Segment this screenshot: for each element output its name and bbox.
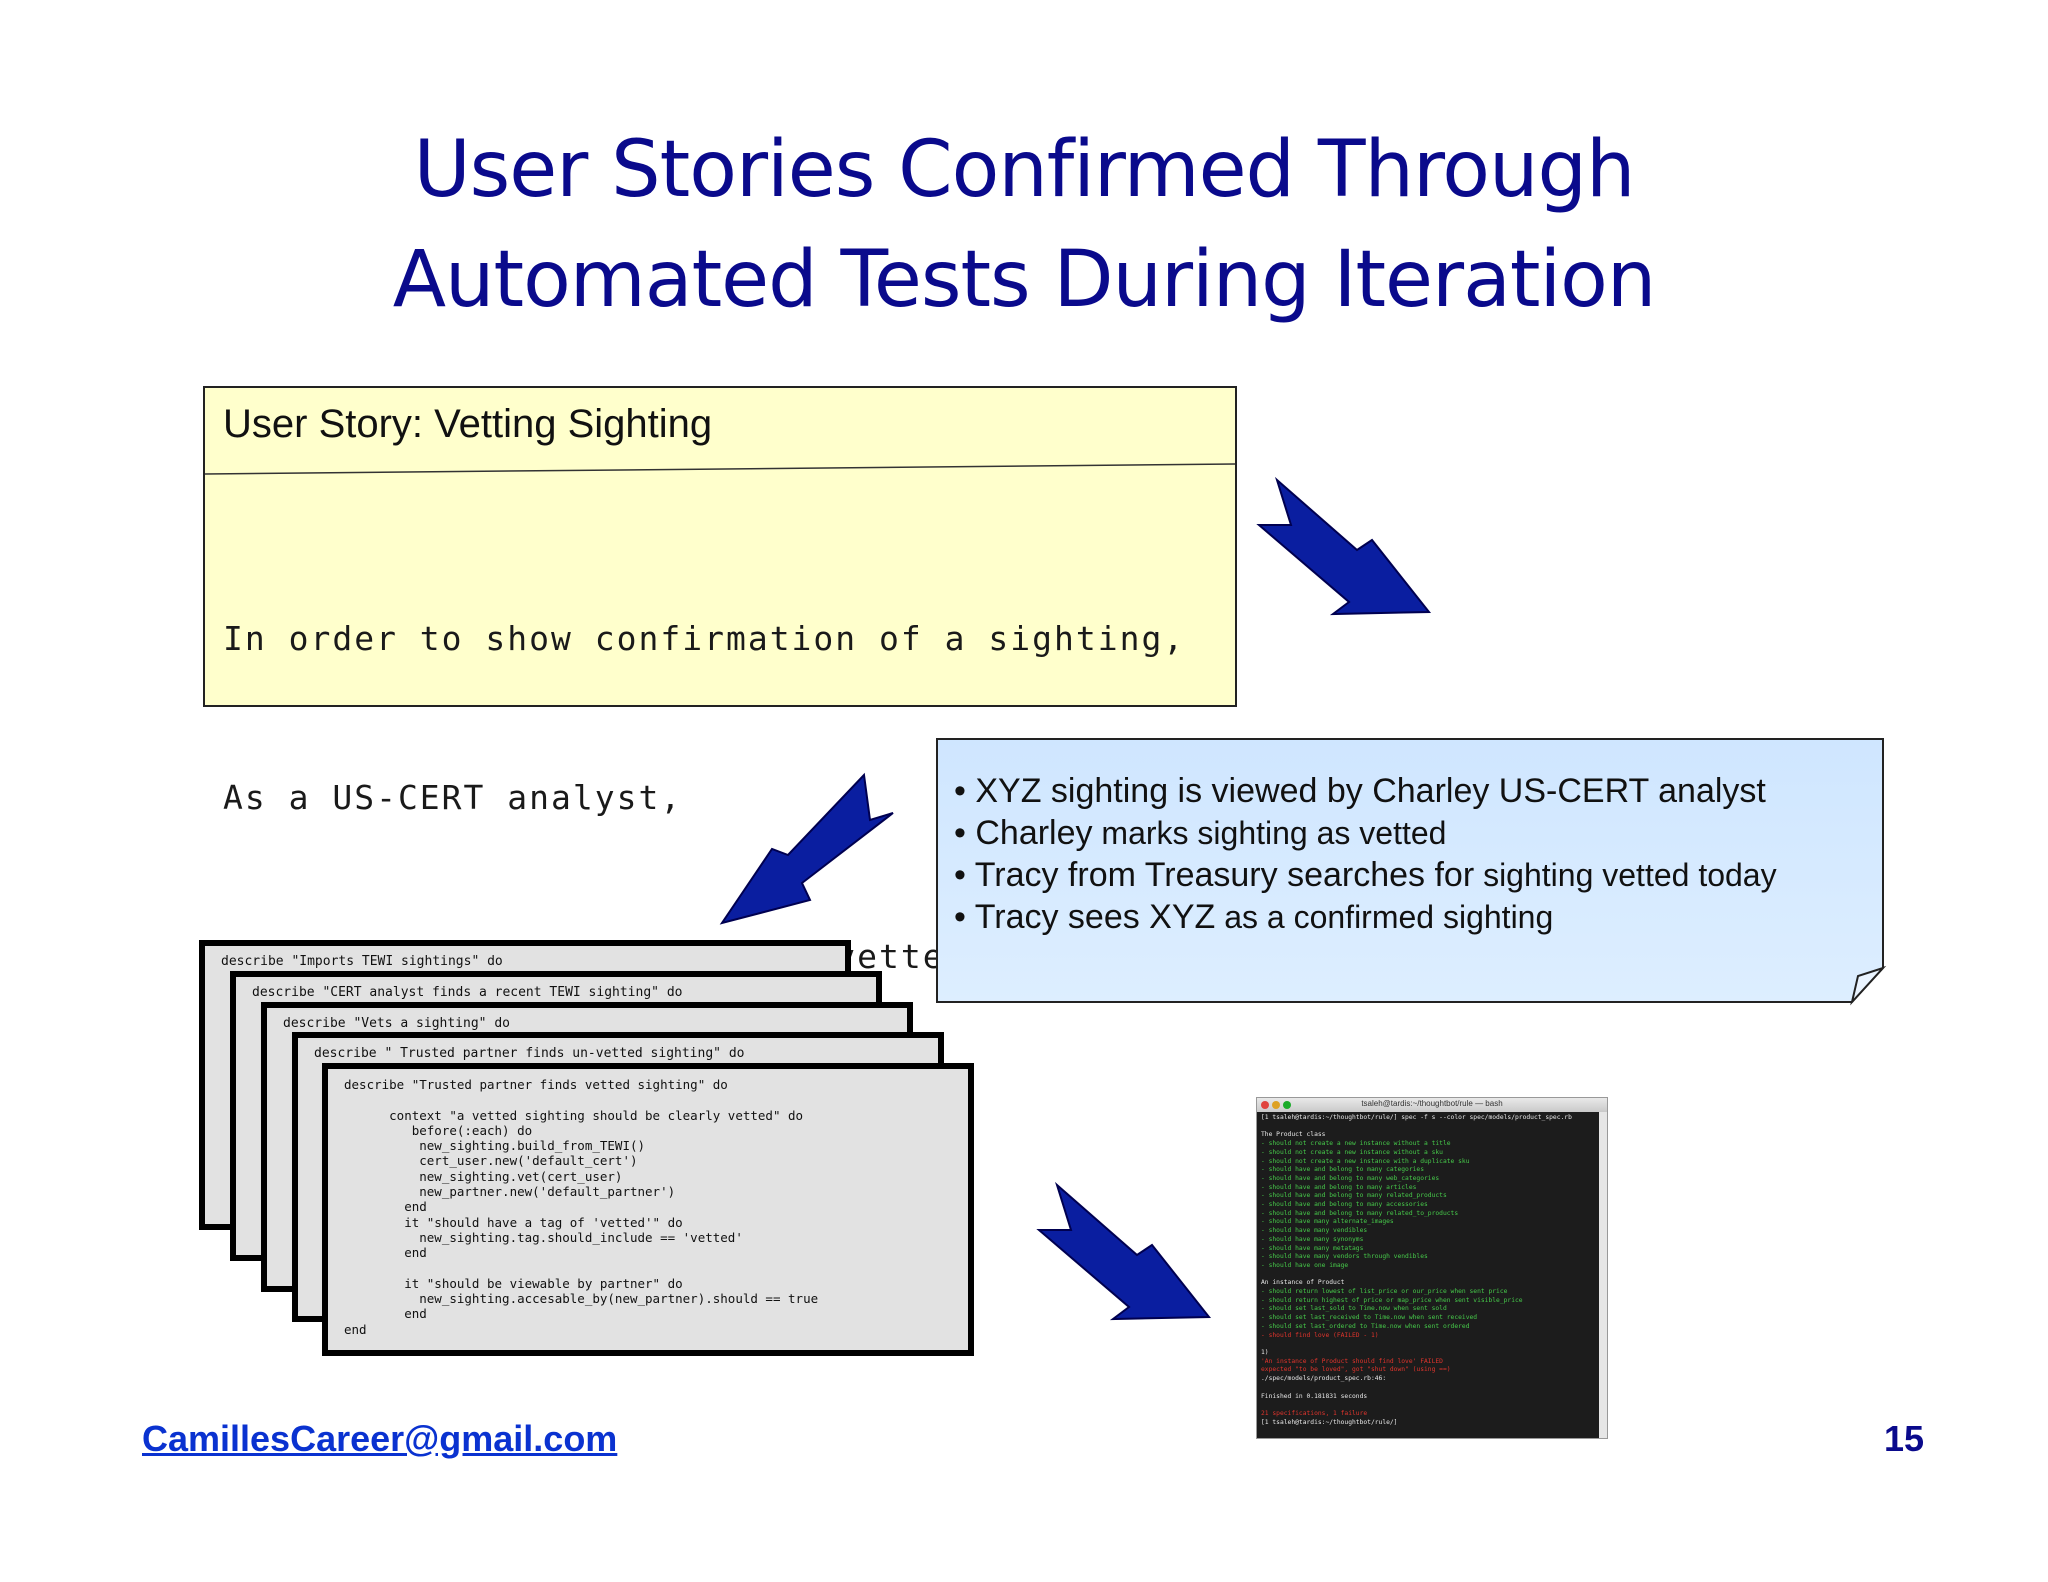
scenario-item-rest: as a confirmed sighting [1215, 899, 1554, 935]
terminal-line [1261, 1123, 1597, 1132]
terminal-line [1261, 1384, 1597, 1393]
terminal-line: An instance of Product [1261, 1279, 1345, 1287]
scenario-item-lead: • XYZ sighting is viewed by Charley US-C… [954, 772, 1766, 810]
terminal-line: - should have and belong to many related… [1261, 1192, 1447, 1200]
terminal-line: expected "to be loved", got "shut down" … [1261, 1366, 1451, 1374]
terminal-line: The Product class [1261, 1131, 1326, 1139]
terminal-output: [1 tsaleh@tardis:~/thoughtbot/rule/] spe… [1261, 1114, 1597, 1427]
terminal-line: 'An instance of Product should find love… [1261, 1357, 1443, 1365]
spec-code-line: end [344, 1321, 367, 1337]
spec-code-line: new_sighting.tag.should_include == 'vett… [344, 1229, 743, 1245]
terminal-line: - should return lowest of list_price or … [1261, 1288, 1508, 1296]
scenario-item-lead: • Charley [954, 814, 1093, 852]
terminal-line: - should have many metatags [1261, 1244, 1364, 1252]
scenario-item-lead: • Tracy from Treasury searches for [954, 856, 1475, 894]
terminal-window: tsaleh@tardis:~/thoughtbot/rule — bash [… [1256, 1097, 1608, 1439]
user-story-heading: User Story: Vetting Sighting [223, 402, 713, 446]
spec-code-line: new_sighting.vet(cert_user) [344, 1168, 623, 1184]
scenario-item: • Charley marks sighting as vetted [954, 812, 1777, 854]
terminal-titlebar: tsaleh@tardis:~/thoughtbot/rule — bash [1257, 1098, 1607, 1112]
story-divider [205, 463, 1235, 475]
terminal-line: - should have many vendibles [1261, 1227, 1368, 1235]
scenario-item-rest: marks sighting as vetted [1092, 815, 1447, 851]
spec-code-line: end [344, 1306, 427, 1322]
spec-card-heading: describe "Imports TEWI sightings" do [221, 954, 503, 969]
terminal-line: - should not create a new instance witho… [1261, 1148, 1443, 1156]
terminal-line: - should have many vendors through vendi… [1261, 1253, 1428, 1261]
slide-title-line-1: User Stories Confirmed Through [413, 125, 1636, 215]
scenario-item: • Tracy from Treasury searches for sight… [954, 854, 1777, 896]
terminal-line: - should find love (FAILED - 1) [1261, 1331, 1379, 1339]
terminal-line: 21 specifications, 1 failure [1261, 1409, 1368, 1417]
window-close-icon[interactable] [1261, 1101, 1269, 1109]
spec-code-line: it "should have a tag of 'vetted'" do [344, 1214, 683, 1230]
terminal-line: - should set last_received to Time.now w… [1261, 1314, 1478, 1322]
scenarios-note [936, 738, 1887, 1006]
spec-card-heading: describe "Vets a sighting" do [283, 1016, 510, 1031]
spec-code: describe "Trusted partner finds vetted s… [344, 1077, 818, 1337]
spec-card-front: describe "Trusted partner finds vetted s… [322, 1063, 974, 1356]
terminal-title: tsaleh@tardis:~/thoughtbot/rule — bash [1361, 1099, 1503, 1108]
terminal-line: - should have one image [1261, 1261, 1349, 1269]
spec-code-line: end [344, 1199, 427, 1215]
spec-code-line: new_sighting.accesable_by(new_partner).s… [344, 1291, 819, 1307]
spec-code-line: end [344, 1245, 427, 1261]
terminal-line [1261, 1401, 1597, 1410]
terminal-line: - should have many alternate_images [1261, 1218, 1394, 1226]
terminal-line: - should set last_ordered to Time.now wh… [1261, 1322, 1470, 1330]
spec-code-line: new_partner.new('default_partner') [344, 1184, 676, 1200]
terminal-line: 1) [1261, 1348, 1269, 1356]
spec-card-heading: describe "CERT analyst finds a recent TE… [252, 985, 683, 1000]
terminal-line: Finished in 0.181831 seconds [1261, 1392, 1368, 1400]
terminal-line: [1 tsaleh@tardis:~/thoughtbot/rule/] [1261, 1418, 1398, 1426]
page-number: 15 [1884, 1418, 1925, 1459]
terminal-line [1261, 1340, 1597, 1349]
footer-email-link[interactable]: CamillesCareer@gmail.com [142, 1418, 618, 1459]
spec-code-line: new_sighting.build_from_TEWI() [344, 1138, 646, 1154]
terminal-line: - should have and belong to many article… [1261, 1183, 1417, 1191]
terminal-line: [1 tsaleh@tardis:~/thoughtbot/rule/] spe… [1261, 1114, 1572, 1121]
terminal-line: ./spec/models/product_spec.rb:46: [1261, 1375, 1387, 1383]
scenario-item-lead: • Tracy sees XYZ [954, 898, 1216, 936]
terminal-line [1261, 1271, 1597, 1280]
terminal-scrollbar[interactable] [1599, 1112, 1607, 1438]
slide-title: User Stories Confirmed Through Automated… [0, 115, 2048, 335]
scenario-item: • Tracy sees XYZ as a confirmed sighting [954, 896, 1777, 938]
spec-code-line [344, 1261, 818, 1276]
arrow-icon [1036, 1181, 1212, 1321]
arrow-icon [719, 772, 894, 925]
user-story-card: User Story: Vetting Sighting In order to… [203, 386, 1237, 976]
scenarios-list: • XYZ sighting is viewed by Charley US-C… [954, 770, 1777, 938]
terminal-line: - should have and belong to many related… [1261, 1209, 1459, 1217]
spec-code-line: cert_user.new('default_cert') [344, 1153, 638, 1169]
terminal-line: - should not create a new instance witho… [1261, 1140, 1451, 1148]
spec-code-line: it "should be viewable by partner" do [344, 1275, 683, 1291]
user-story-line: In order to show confirmation of a sight… [223, 619, 1186, 658]
spec-code-line [344, 1092, 818, 1107]
arrow-icon [1256, 476, 1432, 616]
spec-code-line: context "a vetted sighting should be cle… [344, 1107, 804, 1123]
terminal-line: - should have and belong to many categor… [1261, 1166, 1425, 1174]
terminal-line: - should have and belong to many accesso… [1261, 1201, 1428, 1209]
terminal-line: - should have and belong to many web_cat… [1261, 1174, 1440, 1182]
scenario-item-rest: sighting vetted today [1474, 857, 1777, 893]
spec-card-heading: describe " Trusted partner finds un-vett… [314, 1046, 745, 1061]
window-minimize-icon[interactable] [1272, 1101, 1280, 1109]
terminal-line: - should not create a new instance with … [1261, 1157, 1470, 1165]
terminal-line: - should return highest of price or map_… [1261, 1296, 1523, 1304]
spec-code-line: before(:each) do [344, 1122, 533, 1138]
terminal-line: - should set last_sold to Time.now when … [1261, 1305, 1447, 1313]
terminal-line: - should have many synonyms [1261, 1235, 1364, 1243]
spec-code-line: describe "Trusted partner finds vetted s… [344, 1077, 728, 1092]
window-zoom-icon[interactable] [1283, 1101, 1291, 1109]
user-story-line: As a US-CERT analyst, [223, 778, 683, 817]
slide-title-line-2: Automated Tests During Iteration [392, 235, 1657, 325]
scenario-item: • XYZ sighting is viewed by Charley US-C… [954, 770, 1777, 812]
